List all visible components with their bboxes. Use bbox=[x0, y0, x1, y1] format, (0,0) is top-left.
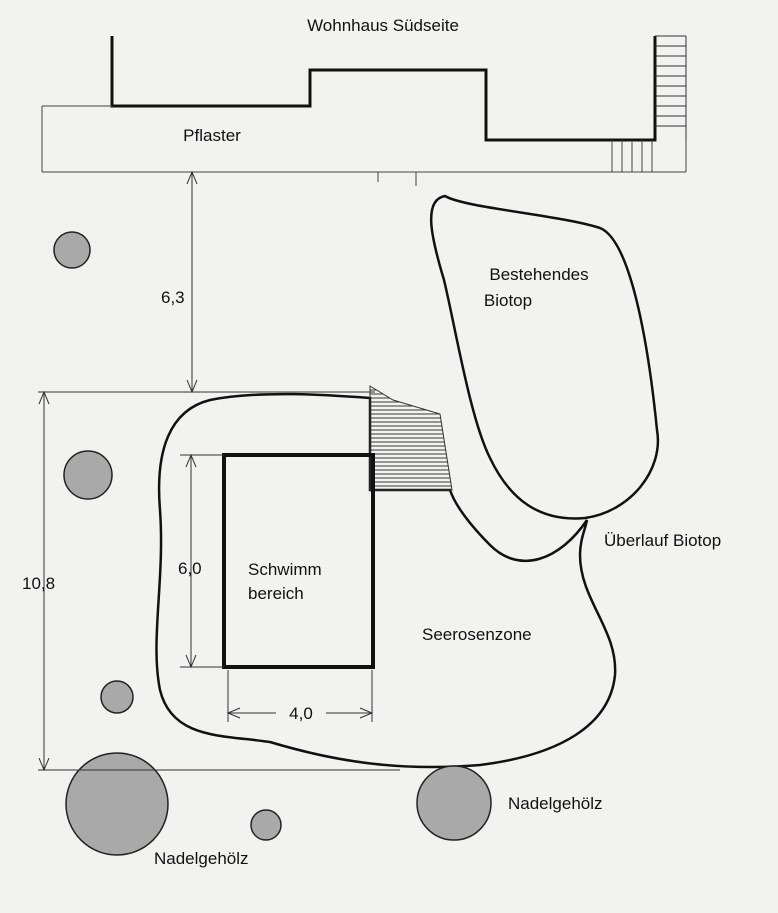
lily-zone-label: Seerosenzone bbox=[422, 625, 532, 644]
tree-small bbox=[53, 231, 91, 269]
conifer-right-label: Nadelgehölz bbox=[508, 794, 603, 813]
tree-large-conifer bbox=[416, 765, 492, 841]
swimming-zone bbox=[222, 453, 375, 669]
existing-biotope bbox=[429, 194, 660, 520]
dim-distance-to-house: 6,3 bbox=[161, 288, 185, 307]
biotope-label-line1: Bestehendes bbox=[489, 265, 588, 284]
overflow-label: Überlauf Biotop bbox=[604, 531, 721, 550]
swim-label-line2: bereich bbox=[248, 584, 304, 603]
pond-outline bbox=[155, 392, 617, 769]
pavement-area bbox=[41, 105, 687, 186]
tree-large-conifer bbox=[65, 752, 169, 856]
entry-steps-hatched bbox=[369, 385, 453, 491]
dim-pond-length: 10,8 bbox=[22, 574, 55, 593]
biotope-label-line2: Biotop bbox=[484, 291, 532, 310]
tree-medium bbox=[63, 450, 113, 500]
house-stairs bbox=[655, 35, 687, 140]
conifer-bottom-label: Nadelgehölz bbox=[154, 849, 249, 868]
tree-small bbox=[250, 809, 282, 841]
house-wall bbox=[110, 36, 657, 142]
dim-swim-width: 4,0 bbox=[289, 704, 313, 723]
pavement-label: Pflaster bbox=[183, 126, 241, 145]
trees bbox=[53, 231, 492, 856]
swim-label-line1: Schwimm bbox=[248, 560, 322, 579]
dimension-lines bbox=[38, 170, 400, 772]
dim-swim-length: 6,0 bbox=[178, 559, 202, 578]
house-label: Wohnhaus Südseite bbox=[307, 16, 459, 35]
tree-small bbox=[100, 680, 134, 714]
